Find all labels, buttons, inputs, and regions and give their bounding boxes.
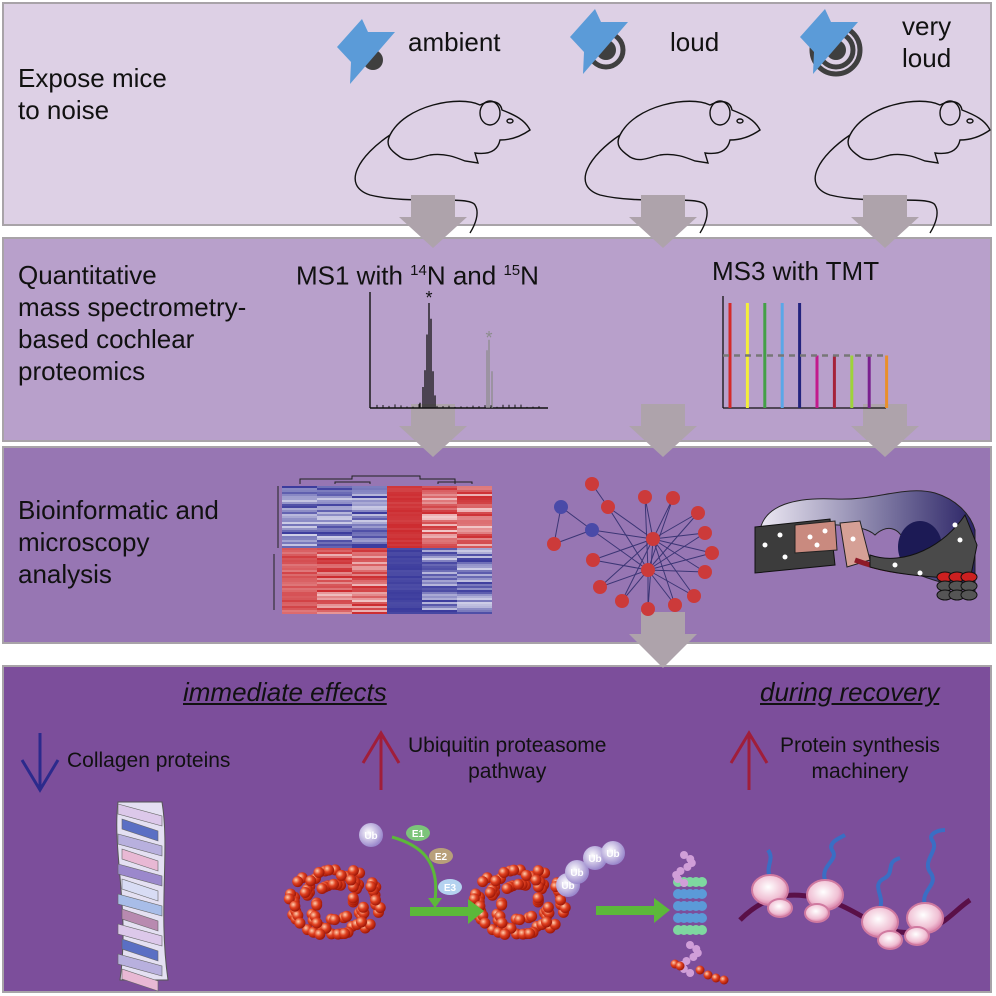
ubiquitin-molecule: Ub [359, 823, 383, 847]
nascent-peptide [768, 850, 771, 878]
ubiquitin-label: Ub [606, 849, 619, 860]
amino-acid-bead [530, 875, 541, 886]
effect-collagen: Collagen proteins [67, 748, 230, 774]
amino-acid-bead [541, 916, 552, 927]
effect-protein-synthesis: Protein synthesis machinery [780, 733, 940, 785]
amino-acid-bead [300, 887, 311, 898]
peptide-fragment [676, 962, 685, 971]
enzyme-e1: E1 [406, 825, 430, 841]
misfolded-protein [469, 864, 571, 939]
amino-acid-bead [356, 916, 367, 927]
amino-acid-bead [513, 879, 524, 890]
amino-acid-bead [305, 875, 316, 886]
ubiquitin-molecule: Ub [601, 841, 625, 865]
enzyme-e2: E2 [429, 848, 453, 864]
amino-acid-bead [498, 867, 509, 878]
amino-acid-bead [499, 929, 510, 940]
amino-acid-bead [508, 865, 519, 876]
amino-acid-bead [370, 895, 381, 906]
proteasome-subunit [697, 901, 707, 911]
enzyme-label: E2 [435, 852, 448, 863]
ubiquitin-pathway-illustration: UbUbUbUbUbE1E2E3 [270, 800, 730, 990]
amino-acid-bead [314, 929, 325, 940]
pathway-arrow-head [654, 898, 670, 923]
ubiquitin-label: Ub [364, 831, 377, 842]
enzyme-label: E1 [412, 829, 425, 840]
amino-acid-bead [358, 902, 369, 913]
amino-acid-bead [365, 881, 376, 892]
proteasome-subunit [697, 877, 707, 887]
ribosome-small-subunit [805, 904, 829, 922]
amino-acid-bead [329, 914, 340, 925]
nascent-peptide [824, 835, 845, 880]
enzyme-label: E3 [444, 883, 457, 894]
substrate-bead [689, 953, 697, 961]
ribosome-small-subunit [768, 899, 792, 917]
nascent-peptide [878, 858, 900, 908]
amino-acid-bead [533, 865, 544, 876]
amino-acid-bead [479, 918, 490, 929]
amino-acid-bead [336, 870, 347, 881]
ribosome-polysome-illustration [740, 830, 980, 990]
amino-acid-bead [526, 911, 537, 922]
amino-acid-bead [477, 876, 488, 887]
amino-acid-bead [502, 883, 513, 894]
nascent-peptide [924, 830, 945, 905]
substrate-bead [680, 879, 688, 887]
proteasome-subunit [697, 889, 707, 899]
decrease-arrow-icon [22, 733, 58, 790]
amino-acid-bead [345, 875, 356, 886]
substrate-bead [683, 863, 691, 871]
amino-acid-bead [485, 887, 496, 898]
amino-acid-bead [496, 917, 507, 928]
ribosome [905, 830, 945, 945]
misfolded-protein [284, 864, 386, 939]
ribosome-small-subunit [878, 931, 902, 949]
amino-acid-bead [311, 917, 322, 928]
amino-acid-bead [348, 865, 359, 876]
ribosome [805, 835, 845, 922]
collagen-fiber-illustration [110, 790, 190, 990]
enzyme-cascade-arrowhead [428, 898, 442, 908]
amino-acid-bead [514, 914, 525, 925]
ribosome [862, 858, 902, 949]
amino-acid-bead [289, 901, 300, 912]
amino-acid-bead [348, 892, 359, 903]
enzyme-e3: E3 [438, 879, 462, 895]
amino-acid-bead [543, 902, 554, 913]
amino-acid-bead [521, 870, 532, 881]
increase-arrow-icon [731, 733, 767, 790]
peptide-fragment [696, 966, 705, 975]
amino-acid-bead [490, 875, 501, 886]
proteasome [671, 851, 729, 985]
substrate-bead [686, 969, 694, 977]
ubiquitin-label: Ub [588, 854, 601, 865]
ubiquitin-label: Ub [570, 868, 583, 879]
amino-acid-bead [294, 918, 305, 929]
increase-arrow-icon [363, 733, 399, 790]
amino-acid-bead [341, 911, 352, 922]
amino-acid-bead [496, 900, 507, 911]
pathway-arrow-shaft [596, 906, 656, 915]
effect-ubiquitin: Ubiquitin proteasome pathway [408, 733, 606, 785]
ribosome-small-subunit [905, 927, 929, 945]
amino-acid-bead [292, 876, 303, 887]
amino-acid-bead [533, 892, 544, 903]
amino-acid-bead [317, 883, 328, 894]
amino-acid-bead [524, 928, 535, 939]
amino-acid-bead [323, 865, 334, 876]
amino-acid-bead [311, 900, 322, 911]
proteasome-subunit [697, 913, 707, 923]
peptide-fragment [720, 976, 729, 985]
proteasome-subunit [697, 925, 707, 935]
enzyme-cascade-arrow [392, 837, 436, 900]
amino-acid-bead [328, 879, 339, 890]
amino-acid-bead [313, 867, 324, 878]
peptide-fragment [704, 971, 713, 980]
amino-acid-bead [339, 928, 350, 939]
peptide-fragment [712, 974, 721, 983]
pathway-arrow-shaft [410, 907, 470, 916]
